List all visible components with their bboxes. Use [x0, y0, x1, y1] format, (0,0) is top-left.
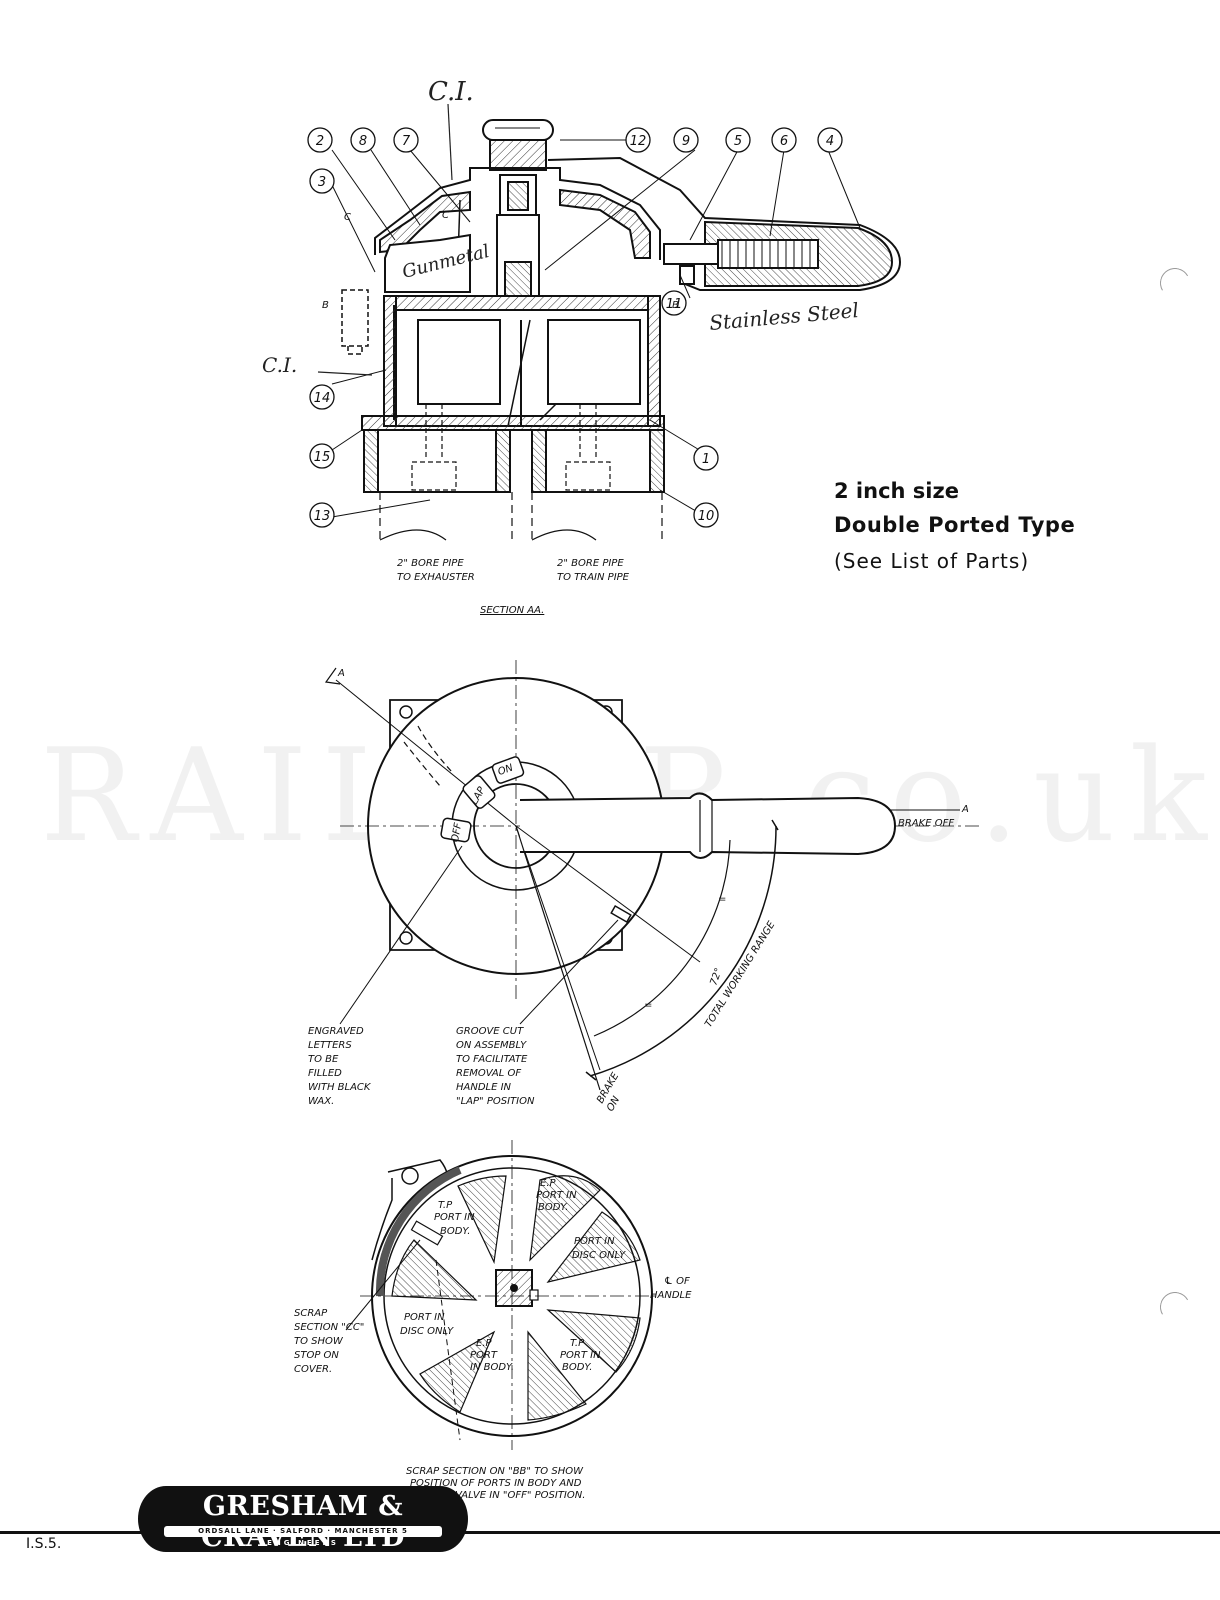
note-groove: GROOVE CUT ON ASSEMBLY TO FACILITATE REM… — [456, 1026, 535, 1107]
port-label: PORT IN — [434, 1212, 475, 1223]
stem-cap — [482, 119, 554, 216]
port-label: PORT IN — [574, 1236, 615, 1247]
port-label: DISC ONLY — [400, 1326, 454, 1337]
gunmetal-disc — [384, 233, 471, 293]
section-mark-right: A — [961, 804, 969, 815]
company-logo: GRESHAM & CRAVEN LTD ORDSALL LANE · SALF… — [138, 1486, 468, 1553]
note-groove-line: "LAP" POSITION — [456, 1096, 535, 1107]
brake-off-label: BRAKE OFF — [898, 818, 954, 829]
equal-mark-lower: = — [644, 1000, 652, 1011]
note-engraved-line: WITH BLACK — [308, 1082, 372, 1093]
scrap-cc-line: COVER. — [294, 1364, 332, 1375]
pipe-left-label-1: 2" BORE PIPE — [397, 558, 464, 569]
section-mark-c-right: C — [442, 210, 449, 221]
part-number: 3 — [318, 175, 326, 190]
port-label: PORT IN — [536, 1190, 577, 1201]
position-off: OFF — [450, 822, 464, 843]
port-label: BODY. — [440, 1226, 470, 1237]
pipe-sockets — [363, 404, 665, 541]
note-engraved-line: FILLED — [308, 1068, 342, 1079]
company-address: ORDSALL LANE · SALFORD · MANCHESTER 5 — [164, 1526, 442, 1537]
handwritten-stainless: Stainless Steel — [708, 298, 859, 335]
equal-mark-upper: = — [718, 894, 726, 905]
port-label: BODY. — [538, 1202, 568, 1213]
note-groove-line: GROOVE CUT — [456, 1026, 524, 1037]
note-groove-line: HANDLE IN — [456, 1082, 512, 1093]
plan-view — [324, 660, 980, 1091]
handle-arm — [547, 156, 902, 291]
port-label: PORT — [470, 1350, 498, 1361]
part-number: 1 — [702, 452, 710, 467]
pipe-right-label-1: 2" BORE PIPE — [557, 558, 624, 569]
scrap-bb-caption-line: POSITION OF PORTS IN BODY AND — [410, 1478, 582, 1489]
caption-size: 2 inch size — [834, 479, 959, 503]
part-number: 5 — [734, 134, 742, 149]
part-number: 11 — [666, 297, 683, 312]
company-engineers: ENGINEERS — [267, 1539, 339, 1547]
caption-type: Double Ported Type — [834, 513, 1076, 537]
note-groove-line: TO FACILITATE — [456, 1054, 528, 1065]
port-label: IN BODY. — [470, 1362, 514, 1373]
note-engraved-line: LETTERS — [308, 1040, 352, 1051]
part-numbers: 2 8 7 12 9 5 6 4 3 11 14 15 1 13 10 — [314, 134, 834, 524]
section-mark-b-left: B — [322, 300, 329, 311]
part-number: 13 — [314, 509, 331, 524]
pipe-right-label-2: TO TRAIN PIPE — [557, 572, 630, 583]
handwritten-ci-left: C.I. — [262, 353, 297, 377]
handwritten-ci-top: C.I. — [428, 77, 474, 107]
base-plate — [361, 415, 665, 431]
part-number: 14 — [314, 391, 331, 406]
port-label: E.P — [540, 1178, 556, 1189]
note-engraved-line: TO BE — [308, 1054, 339, 1065]
scrap-cc-line: SCRAP — [294, 1308, 328, 1319]
part-number: 10 — [698, 509, 715, 524]
section-mark-top: A — [337, 668, 345, 679]
port-label: E.P — [476, 1338, 492, 1349]
note-engraved: ENGRAVED LETTERS TO BE FILLED WITH BLACK… — [308, 1026, 372, 1107]
port-label: T.P — [570, 1338, 585, 1349]
scrap-bb-caption-line: SCRAP SECTION ON "BB" TO SHOW — [406, 1466, 584, 1477]
b-fitting — [341, 289, 369, 355]
note-engraved-line: ENGRAVED — [308, 1026, 364, 1037]
footer-rule — [0, 1531, 1220, 1534]
cover — [374, 167, 661, 260]
scrap-bb-labels: T.P PORT IN BODY. E.P PORT IN BODY. PORT… — [294, 1178, 692, 1501]
part-number: 4 — [826, 134, 834, 149]
note-groove-line: REMOVAL OF — [456, 1068, 521, 1079]
section-aa-title: SECTION AA. — [480, 605, 544, 616]
handle-centreline-label: ℄ OF — [664, 1276, 690, 1287]
position-on: ON — [497, 762, 516, 778]
part-balloons — [307, 127, 861, 528]
body — [383, 295, 661, 427]
part-number: 6 — [780, 134, 788, 149]
port-label: PORT IN — [560, 1350, 601, 1361]
port-label: BODY. — [562, 1362, 592, 1373]
part-number: 15 — [314, 450, 331, 465]
scrap-cc-line: SECTION "CC" — [294, 1322, 364, 1333]
note-engraved-line: WAX. — [308, 1096, 334, 1107]
handle-centreline-label: HANDLE — [650, 1290, 692, 1301]
part-number: 8 — [359, 134, 367, 149]
section-mark-c-left: C — [344, 212, 351, 223]
section-mark-b-right: B — [672, 300, 679, 311]
part-number: 2 — [316, 134, 324, 149]
scrap-bb-caption-line: AIR DISC VALVE IN "OFF" POSITION. — [407, 1490, 585, 1501]
drawing-caption: 2 inch size Double Ported Type (See List… — [834, 474, 1075, 580]
port-label: DISC ONLY — [572, 1250, 626, 1261]
note-groove-line: ON ASSEMBLY — [456, 1040, 527, 1051]
drawing-reference: I.S.5. — [26, 1536, 62, 1552]
part-number: 7 — [402, 134, 411, 149]
port-label: PORT IN — [404, 1312, 445, 1323]
scrap-cc-line: STOP ON — [294, 1350, 339, 1361]
scrap-cc-line: TO SHOW — [294, 1336, 344, 1347]
pipe-left-label-2: TO EXHAUSTER — [397, 572, 475, 583]
caption-note: (See List of Parts) — [834, 549, 1030, 573]
scrap-section-bb — [360, 1140, 660, 1450]
part-number: 9 — [682, 134, 690, 149]
port-label: T.P — [438, 1200, 453, 1211]
part-number: 12 — [630, 134, 647, 149]
section-aa — [341, 119, 902, 541]
